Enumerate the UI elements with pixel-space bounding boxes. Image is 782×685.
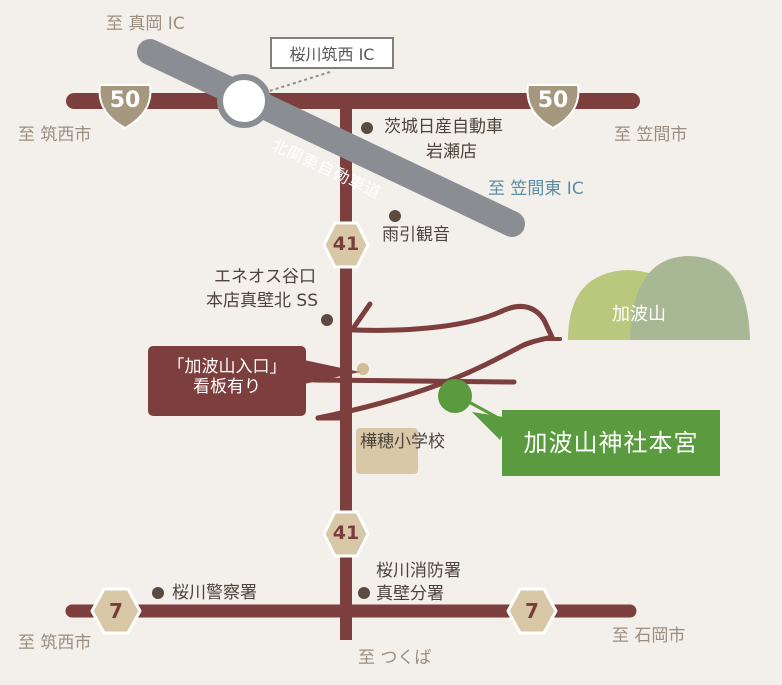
- direction-west-top: 至 筑西市: [18, 125, 92, 145]
- poi-dot-amabiki: [389, 210, 401, 222]
- poi-dot-toyota: [361, 122, 373, 134]
- poi-toyota-name: 茨城日産自動車: [384, 117, 503, 137]
- poi-toyota-branch: 岩瀬店: [426, 142, 477, 162]
- expressway-road: [137, 39, 525, 237]
- route-50-number-left: 50: [109, 88, 141, 113]
- shrine-label: 加波山神社本宮: [502, 410, 720, 476]
- poi-amabiki: 雨引観音: [382, 225, 450, 245]
- shrine-pointer: [472, 412, 510, 440]
- poi-fire-name: 桜川消防署: [376, 561, 461, 581]
- interchange-circle: [217, 74, 271, 128]
- route-50-shield-right: [526, 84, 580, 130]
- poi-school: 樺穂小学校: [360, 432, 445, 452]
- mountain-label: 加波山: [612, 304, 666, 325]
- school-area: [356, 428, 418, 474]
- route-41-number-top: 41: [332, 233, 360, 255]
- poi-dot-sign: [357, 363, 369, 375]
- route-50-number-right: 50: [537, 88, 569, 113]
- poi-dot-police: [152, 587, 164, 599]
- local-road-1: [349, 301, 373, 333]
- poi-dot-eneos: [321, 314, 333, 326]
- shrine-marker: [438, 379, 472, 413]
- route-41-hex-top: [322, 221, 370, 269]
- direction-north: 至 真岡 IC: [106, 14, 185, 34]
- route-7-number-left: 7: [109, 599, 123, 623]
- sign-callout-tail: [304, 360, 360, 384]
- poi-eneos-branch: 本店真壁北 SS: [206, 291, 318, 311]
- direction-kasama-east-ic: 至 笠間東 IC: [488, 179, 584, 199]
- direction-south: 至 つくば: [358, 648, 432, 668]
- ic-leader-line: [265, 71, 331, 93]
- poi-dot-fire: [358, 587, 370, 599]
- direction-east-bottom: 至 石岡市: [612, 626, 686, 646]
- sign-callout: 「加波山入口」 看板有り: [148, 346, 306, 416]
- route-7-number-right: 7: [525, 599, 539, 623]
- poi-eneos-name: エネオス谷口: [214, 267, 316, 287]
- poi-police: 桜川警察署: [172, 583, 257, 603]
- route-50-shield-left: [98, 84, 152, 130]
- sign-callout-line1: 「加波山入口」: [167, 357, 287, 377]
- interchange-label: 桜川筑西 IC: [270, 37, 394, 69]
- sign-callout-line2: 看板有り: [193, 377, 261, 398]
- route-7-hex-left: [90, 587, 142, 635]
- mountain-shape-right: [630, 256, 750, 340]
- route-41-hex-bottom: [322, 510, 370, 558]
- direction-west-bottom: 至 筑西市: [18, 633, 92, 653]
- route-7-hex-right: [506, 587, 558, 635]
- poi-fire-branch: 真壁分署: [376, 584, 444, 604]
- route-41-number-bottom: 41: [332, 522, 360, 544]
- direction-east-top: 至 笠間市: [614, 125, 688, 145]
